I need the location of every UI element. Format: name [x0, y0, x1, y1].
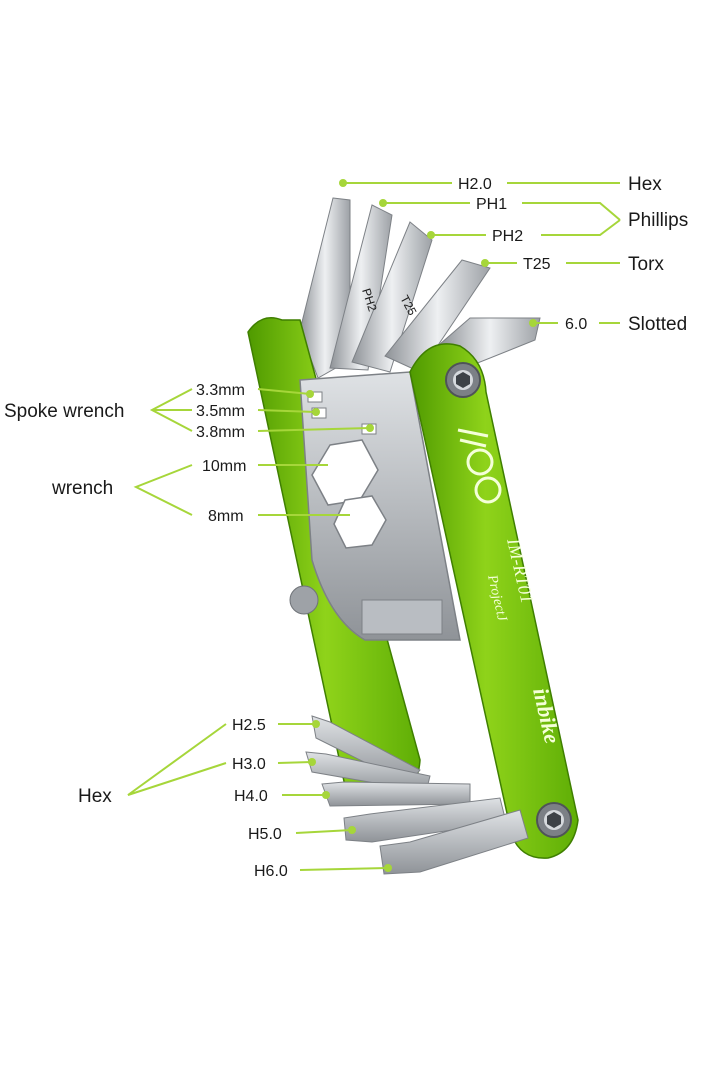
- label-h20: H2.0: [458, 176, 492, 193]
- side-knob: [289, 585, 319, 615]
- leader-h60: [299, 867, 389, 871]
- label-h25: H2.5: [232, 717, 266, 734]
- wrench-plate: [289, 371, 461, 641]
- leader-spoke-35: [257, 409, 317, 413]
- chain-tool-block: [361, 599, 443, 635]
- leader-h50: [295, 829, 353, 834]
- label-w10: 10mm: [202, 458, 246, 475]
- label-h40: H4.0: [234, 788, 268, 805]
- bit-ph2-marking: PH2: [359, 287, 380, 314]
- brand-logo-mark: [457, 428, 502, 504]
- bit-ph2: [351, 221, 433, 373]
- label-w8: 8mm: [208, 508, 244, 525]
- leader-hex-fan: [127, 723, 227, 796]
- label-h50: H5.0: [248, 826, 282, 843]
- callout-labels: H2.0 Hex PH1 PH2 Phillips T25 Torx 6.0 S…: [4, 174, 688, 880]
- callout-lines: [127, 182, 621, 871]
- hex-key-4-0: [321, 781, 471, 807]
- top-bit-fan: PH2 T25: [299, 197, 541, 379]
- right-side-plate: [409, 343, 579, 859]
- label-spoke-38: 3.8mm: [196, 424, 245, 441]
- label-wrench: wrench: [51, 478, 113, 499]
- label-phillips: Phillips: [628, 210, 688, 231]
- label-spoke-35: 3.5mm: [196, 403, 245, 420]
- bit-ph1: [329, 204, 393, 371]
- label-hex-bottom: Hex: [78, 786, 112, 807]
- hex-key-6-0: [379, 809, 529, 875]
- top-pivot-bolt: [445, 362, 481, 398]
- label-spoke-wrench: Spoke wrench: [4, 401, 124, 422]
- label-h30: H3.0: [232, 756, 266, 773]
- label-slot60: 6.0: [565, 316, 587, 333]
- bottom-pivot-bolt: [536, 802, 572, 838]
- leader-ph2-phillips: [541, 219, 621, 236]
- multitool-illustration: PH2 T25: [247, 197, 579, 875]
- label-slotted: Slotted: [628, 314, 687, 335]
- leader-spoke-38: [257, 427, 371, 432]
- label-spoke-33: 3.3mm: [196, 382, 245, 399]
- bottom-hex-key-fan: [305, 715, 529, 875]
- label-hex-top: Hex: [628, 174, 662, 195]
- label-ph1: PH1: [476, 196, 507, 213]
- leader-wrench-fan: [133, 464, 193, 516]
- leader-h30: [277, 761, 313, 764]
- bit-hex-2: [299, 197, 351, 379]
- label-t25: T25: [523, 256, 551, 273]
- label-h60: H6.0: [254, 863, 288, 880]
- leader-spoke-33: [257, 388, 311, 395]
- wrench-8mm-jaw: [333, 495, 387, 549]
- leader-ph1-phillips: [522, 202, 621, 221]
- label-torx: Torx: [628, 254, 664, 275]
- callout-dots: [306, 179, 537, 872]
- label-ph2: PH2: [492, 228, 523, 245]
